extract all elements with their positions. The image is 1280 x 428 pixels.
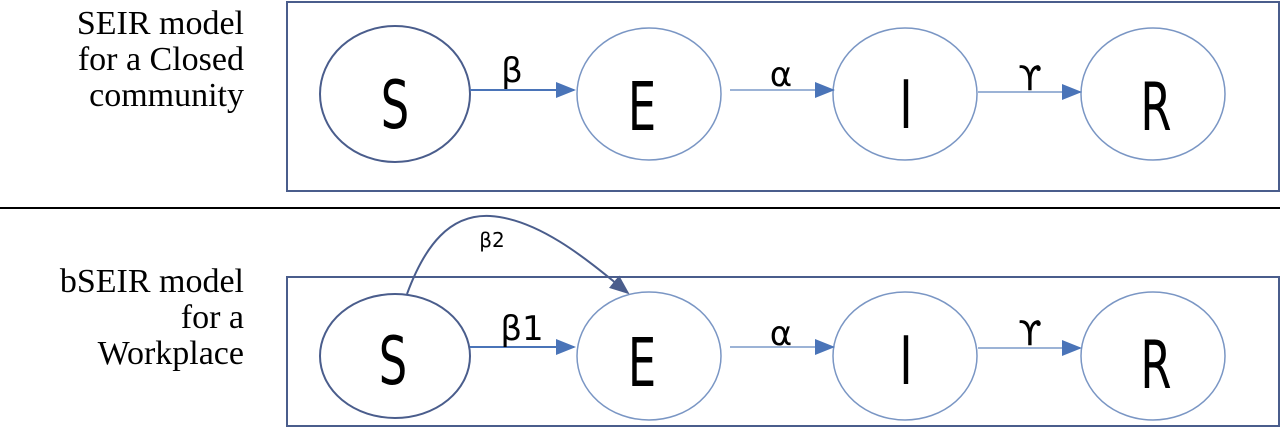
panel-1-label: SEIR model for a Closed community <box>77 6 244 114</box>
panel-2-rate-alpha: α <box>770 314 792 354</box>
panel-1-node-s <box>319 25 471 163</box>
panel-2-node-s-label: S <box>379 323 407 401</box>
panel-1-label-line-2: for a Closed <box>77 41 244 78</box>
panel-2-node-i-label: I <box>899 323 912 401</box>
panel-2-node-e <box>576 291 722 421</box>
panel-1-rate-alpha: α <box>770 55 792 95</box>
panel-1-node-e-label: E <box>628 69 656 147</box>
panel-2-node-s <box>319 293 471 419</box>
panel-1-node-e <box>576 27 722 161</box>
panel-1-node-i-label: I <box>899 67 912 145</box>
panel-2-label: bSEIR model for a Workplace <box>60 264 244 372</box>
panel-2-label-line-3: Workplace <box>97 335 244 372</box>
panel-1-label-line-1: SEIR model <box>76 5 244 42</box>
panel-2-node-i <box>832 291 978 421</box>
panel-2-box <box>286 276 1280 427</box>
panel-2-label-line-1: bSEIR model <box>59 263 244 300</box>
panel-1-box <box>286 1 1280 192</box>
panel-1-rate-gamma: ϒ <box>1018 59 1042 99</box>
panel-2-node-e-label: E <box>628 325 656 403</box>
panel-2-label-line-2: for a <box>180 299 244 336</box>
panel-1-node-s-label: S <box>381 67 409 145</box>
panel-2-rate-beta1: β1 <box>500 309 543 349</box>
panel-2-rate-beta2: β2 <box>479 228 505 252</box>
panel-1-label-line-3: community <box>89 77 244 114</box>
panel-2-node-r-label: R <box>1140 327 1171 405</box>
divider-line <box>0 207 1280 209</box>
panel-1-node-r-label: R <box>1140 69 1171 147</box>
panel-2-rate-gamma: ϒ <box>1018 314 1042 354</box>
panel-2-arrow-s-e-curved <box>406 214 630 295</box>
panel-2-node-r <box>1080 291 1226 421</box>
panel-1-rate-beta: β <box>501 51 523 91</box>
